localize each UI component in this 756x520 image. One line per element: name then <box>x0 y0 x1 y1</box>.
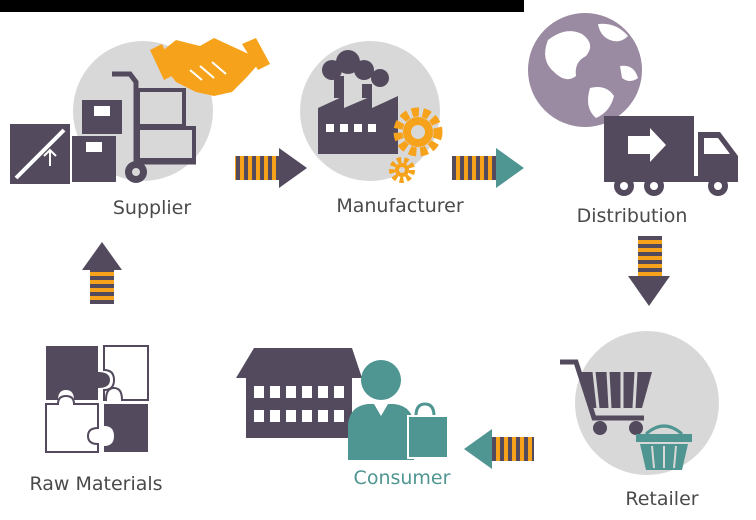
label-retailer: Retailer <box>625 488 698 510</box>
handshake-icon <box>150 38 270 96</box>
stage-raw-materials: Raw Materials <box>29 345 163 495</box>
shopping-cart-icon <box>560 359 652 435</box>
person-icon <box>348 360 414 460</box>
stage-consumer: Consumer <box>236 348 451 489</box>
globe-icon <box>528 13 642 127</box>
arrow-supplier-to-manufacturer <box>235 148 307 188</box>
stage-supplier: Supplier <box>10 38 270 219</box>
top-black-bar <box>0 0 524 12</box>
label-distribution: Distribution <box>577 205 688 227</box>
stage-distribution: Distribution <box>528 13 738 227</box>
arrow-distribution-to-retailer <box>628 236 670 306</box>
factory-icon <box>318 50 398 154</box>
boxes-icon <box>72 100 122 182</box>
store-building-icon <box>236 348 362 438</box>
label-manufacturer: Manufacturer <box>336 195 463 217</box>
arrow-manufacturer-to-distribution <box>452 148 524 188</box>
arrow-raw-materials-to-supplier <box>82 242 122 304</box>
label-consumer: Consumer <box>354 467 451 489</box>
crate-icon <box>10 124 70 184</box>
puzzle-icon <box>45 345 149 453</box>
stage-retailer: Retailer <box>560 331 719 510</box>
label-supplier: Supplier <box>113 197 191 219</box>
hand-truck-icon <box>112 71 196 183</box>
arrow-retailer-to-consumer <box>464 429 534 469</box>
gears-icon <box>389 107 443 183</box>
label-raw-materials: Raw Materials <box>29 473 162 495</box>
shopping-bag-icon <box>407 402 449 459</box>
truck-icon <box>604 116 738 196</box>
stage-manufacturer: Manufacturer <box>300 41 464 217</box>
basket-icon <box>636 424 692 470</box>
